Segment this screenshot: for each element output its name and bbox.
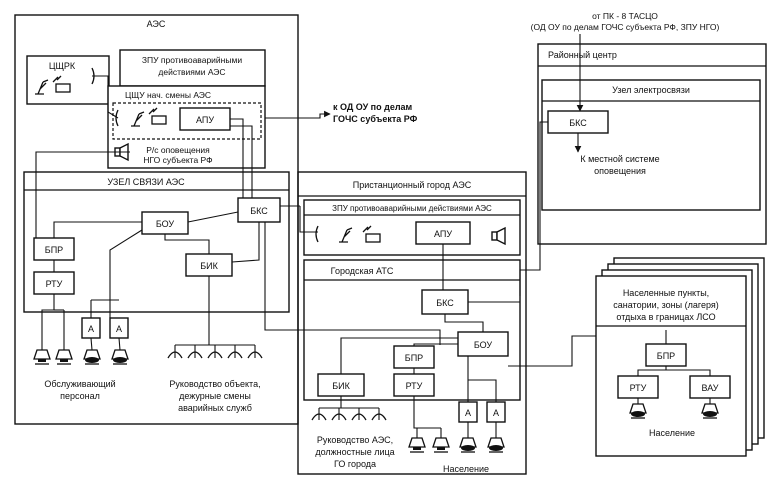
town-ats: Городская АТС (331, 266, 394, 276)
svg-text:А: А (465, 408, 471, 418)
town-bpr: БПР (405, 353, 423, 363)
aes-title: АЭС (147, 19, 166, 29)
source-line2: (ОД ОУ по делам ГОЧС субъекта РФ, ЗПУ НГ… (531, 22, 720, 32)
district-local-line2: оповещения (594, 166, 646, 176)
aes-block: АЭС ЦЩРК ЗПУ противоаварийными действиям… (14, 14, 299, 425)
uzel-rtu: РТУ (46, 279, 63, 289)
district-connections (519, 34, 584, 296)
staff-line1: Обслуживающий (44, 379, 115, 389)
source-line1: от ПК - 8 ТАСЦО (592, 11, 658, 21)
rs-line2: НГО субъекта РФ (143, 155, 212, 165)
antenna-icon (338, 227, 353, 243)
speaker-icon (33, 349, 51, 365)
town-lead-line3: ГО города (334, 459, 376, 469)
speaker-icon (111, 349, 129, 365)
town-apu: АПУ (434, 229, 452, 239)
settlements-vau: ВАУ (701, 383, 718, 393)
uzel-bpr: БПР (45, 245, 63, 255)
settlements-line3: отдыха в границах ЛСО (616, 312, 715, 322)
settlements-block: Населенные пункты, санатории, зоны (лаге… (595, 257, 765, 457)
uzel-box (23, 171, 290, 313)
town-lead-line1: Руководство АЭС, (317, 435, 393, 445)
mgmt-line2: дежурные смены (179, 391, 251, 401)
cshrk-box (26, 55, 110, 105)
district-local-line1: К местной системе (580, 154, 659, 164)
settlements-bpr: БПР (657, 351, 675, 361)
speaker-icon (459, 437, 477, 453)
settlements-rtu: РТУ (630, 383, 647, 393)
town-block: Пристанционный город АЭС ЗПУ противоавар… (297, 171, 527, 475)
settlements-population: Население (649, 428, 695, 438)
zpu-aes-line1: ЗПУ противоаварийными (142, 55, 242, 65)
od-ou-line1: к ОД ОУ по делам (333, 102, 413, 112)
speaker-icon (83, 349, 101, 365)
cshu-label: ЦЩУ нач. смены АЭС (125, 90, 211, 100)
town-connections (299, 206, 598, 438)
town-zpu-box (303, 199, 521, 256)
mgmt-line3: аварийных служб (178, 403, 252, 413)
staff-line2: персонал (60, 391, 100, 401)
district-block: Районный центр Узел электросвязи БКС К м… (537, 43, 767, 245)
cshrk-label: ЦЩРК (49, 61, 76, 71)
town-bks: БКС (436, 298, 454, 308)
zpu-aes-line2: действиями АЭС (158, 67, 225, 77)
uzel-title: УЗЕЛ СВЯЗИ АЭС (107, 177, 185, 187)
svg-text:А: А (493, 408, 499, 418)
town-zpu: ЗПУ противоаварийными действиями АЭС (332, 204, 492, 213)
district-bks: БКС (569, 118, 587, 128)
settlements-connections (637, 330, 711, 404)
district-node: Узел электросвязи (612, 85, 690, 95)
speaker-icon (55, 349, 73, 365)
speaker-icon (408, 437, 426, 453)
apu-label: АПУ (196, 115, 214, 125)
loudspeaker-icon (491, 227, 506, 245)
town-bik: БИК (332, 381, 350, 391)
town-title: Пристанционный город АЭС (353, 180, 472, 190)
town-bou: БОУ (474, 340, 493, 350)
speaker-icon (432, 437, 450, 453)
town-population: Население (443, 464, 489, 474)
uzel-bou: БОУ (156, 219, 175, 229)
uzel-bik: БИК (200, 261, 218, 271)
district-title: Районный центр (548, 50, 617, 60)
settlements-line1: Населенные пункты, (623, 288, 709, 298)
uzel-bks: БКС (250, 206, 268, 216)
rs-line1: Р/с оповещения (146, 145, 210, 155)
town-rtu: РТУ (406, 381, 423, 391)
od-ou-line2: ГОЧС субъекта РФ (333, 114, 418, 124)
town-ats-box (303, 259, 521, 401)
phone-icon (362, 225, 381, 243)
arrow-to-od-ou (265, 110, 331, 119)
aes-connections (35, 75, 441, 358)
mgmt-line1: Руководство объекта, (169, 379, 260, 389)
phone-set-icon (311, 413, 387, 421)
town-lead-line2: должностные лица (315, 447, 394, 457)
speaker-icon (487, 437, 505, 453)
svg-text:А: А (116, 324, 122, 334)
settlements-line2: санатории, зоны (лагеря) (613, 300, 718, 310)
svg-text:А: А (88, 324, 94, 334)
